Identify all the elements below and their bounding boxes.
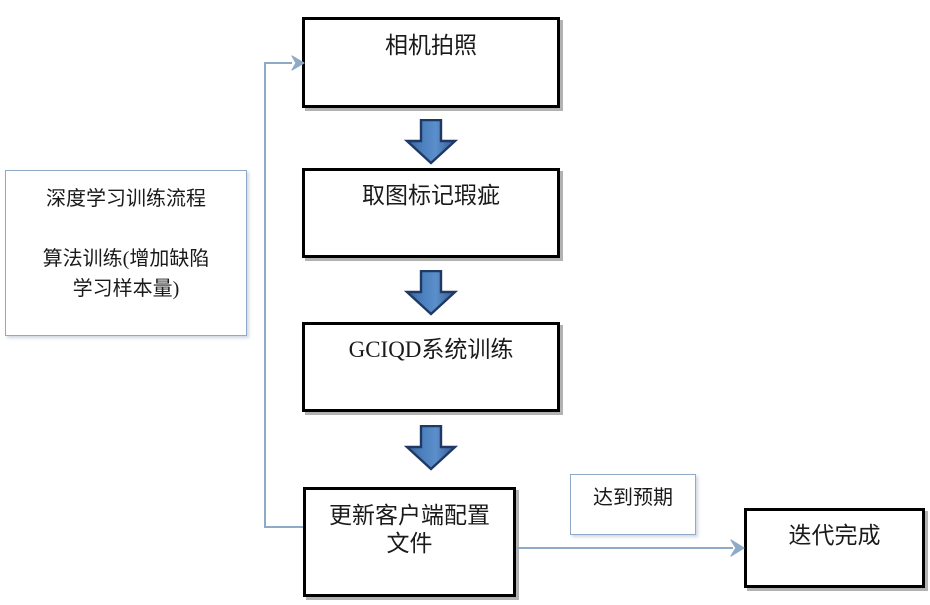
node-mark-defects-label: 取图标记瑕疵 [362, 183, 500, 208]
edge-label-expected[interactable]: 达到预期 [570, 474, 696, 535]
block-arrow-down-train-to-update [404, 425, 458, 471]
node-deep-learning-info-label: 深度学习训练流程 算法训练(增加缺陷 学习样本量) [42, 188, 210, 300]
node-gciqd-training[interactable]: GCIQD系统训练 [302, 322, 560, 412]
node-gciqd-training-label: GCIQD系统训练 [348, 337, 514, 362]
edge-update-to-camera [264, 55, 305, 528]
block-arrow-down-mark-to-train [404, 270, 458, 316]
node-mark-defects[interactable]: 取图标记瑕疵 [302, 168, 560, 258]
node-camera-capture[interactable]: 相机拍照 [302, 17, 560, 108]
node-camera-capture-label: 相机拍照 [385, 33, 477, 58]
edge-update-to-done [516, 539, 745, 557]
node-update-client-config-label: 更新客户端配置 文件 [329, 503, 490, 557]
node-iteration-complete[interactable]: 迭代完成 [744, 508, 925, 588]
node-deep-learning-info[interactable]: 深度学习训练流程 算法训练(增加缺陷 学习样本量) [5, 170, 247, 336]
edge-label-expected-label: 达到预期 [593, 487, 673, 509]
node-iteration-complete-label: 迭代完成 [788, 523, 881, 548]
node-update-client-config[interactable]: 更新客户端配置 文件 [303, 487, 516, 597]
block-arrow-down-camera-to-mark [404, 119, 458, 165]
